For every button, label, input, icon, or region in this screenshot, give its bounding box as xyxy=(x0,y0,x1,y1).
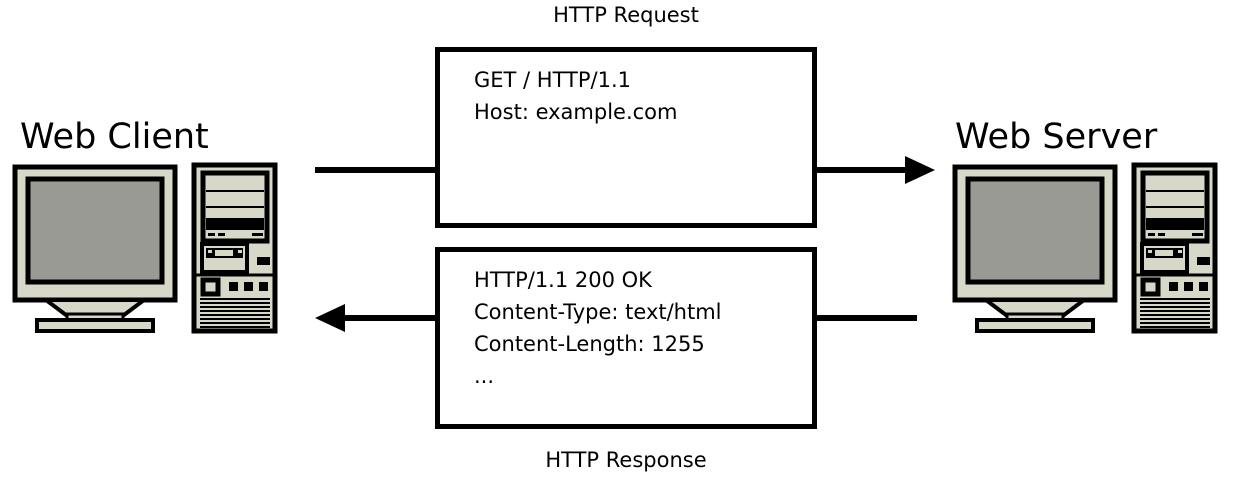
http-request-title: HTTP Request xyxy=(553,3,699,27)
desktop-computer-icon xyxy=(12,162,278,334)
web-client-label: Web Client xyxy=(20,117,209,157)
response-arrowhead-icon xyxy=(315,304,345,332)
request-arrow-line-left xyxy=(315,167,435,173)
response-arrow-line-left xyxy=(345,315,435,321)
request-arrowhead-icon xyxy=(905,156,935,184)
request-line: Host: example.com xyxy=(474,100,678,124)
http-response-box: HTTP/1.1 200 OK Content-Type: text/html … xyxy=(435,247,817,429)
response-line: HTTP/1.1 200 OK xyxy=(474,268,652,292)
response-line: Content-Type: text/html xyxy=(474,300,722,324)
request-arrow-line-right xyxy=(815,167,905,173)
response-line: Content-Length: 1255 xyxy=(474,332,705,356)
http-response-title: HTTP Response xyxy=(545,448,707,472)
web-server-label: Web Server xyxy=(955,117,1158,157)
response-arrow-line-right xyxy=(815,315,917,321)
request-line: GET / HTTP/1.1 xyxy=(474,68,632,92)
http-request-box: GET / HTTP/1.1 Host: example.com xyxy=(435,47,817,228)
response-line: ... xyxy=(474,364,495,388)
desktop-computer-icon xyxy=(952,162,1218,334)
